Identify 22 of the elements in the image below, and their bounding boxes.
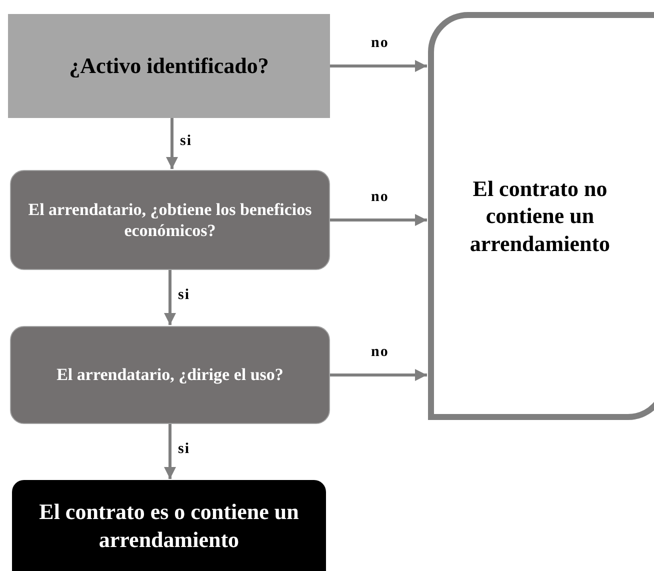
arrow <box>330 214 427 226</box>
arrow <box>164 424 176 479</box>
arrow <box>164 270 176 325</box>
edge-label: si <box>178 442 190 457</box>
node-text: El contrato no contiene un arrendamiento <box>468 174 612 258</box>
decision-box <box>10 170 330 270</box>
node-text: El contrato es o contiene un arrendamiento <box>38 498 300 553</box>
node-text: El arrendatario, ¿obtiene los beneficios económicos? <box>27 198 313 242</box>
result-box <box>12 480 326 571</box>
arrow <box>330 60 427 72</box>
edge-label: si <box>178 288 190 303</box>
edge-label: no <box>371 190 389 205</box>
node-text: El arrendatario, ¿dirige el uso? <box>56 364 284 386</box>
edge-label: no <box>371 36 389 51</box>
decision-box <box>10 326 330 424</box>
result-box <box>428 12 654 420</box>
decision-box <box>8 14 330 118</box>
node-text: ¿Activo identificado? <box>68 52 270 80</box>
arrow <box>330 369 427 381</box>
edge-label: no <box>371 345 389 360</box>
edge-label: si <box>180 134 192 149</box>
arrow <box>166 118 178 169</box>
